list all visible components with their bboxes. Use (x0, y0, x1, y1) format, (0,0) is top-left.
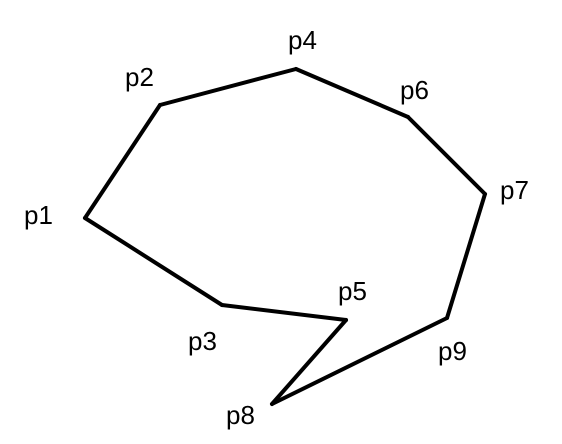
edge-p1-p2 (83, 103, 162, 220)
edge-p5-p3 (220, 303, 348, 322)
edge-p3-p1 (83, 216, 224, 307)
edge-p9-p8 (270, 316, 449, 406)
vertex-label-p6: p6 (400, 75, 429, 105)
edge-p2-p4 (158, 67, 298, 107)
edge-p6-p7 (406, 115, 487, 196)
vertex-label-p5: p5 (338, 276, 367, 306)
vertex-label-p4: p4 (288, 25, 317, 55)
edge-p4-p6 (294, 67, 410, 119)
edge-p7-p9 (445, 192, 487, 320)
vertex-label-p1: p1 (24, 200, 53, 230)
vertex-label-p8: p8 (226, 400, 255, 430)
vertex-label-p7: p7 (500, 175, 529, 205)
vertex-label-p2: p2 (125, 62, 154, 92)
edge-p8-p5 (270, 318, 348, 406)
vertex-label-p9: p9 (438, 336, 467, 366)
vertex-label-p3: p3 (188, 326, 217, 356)
